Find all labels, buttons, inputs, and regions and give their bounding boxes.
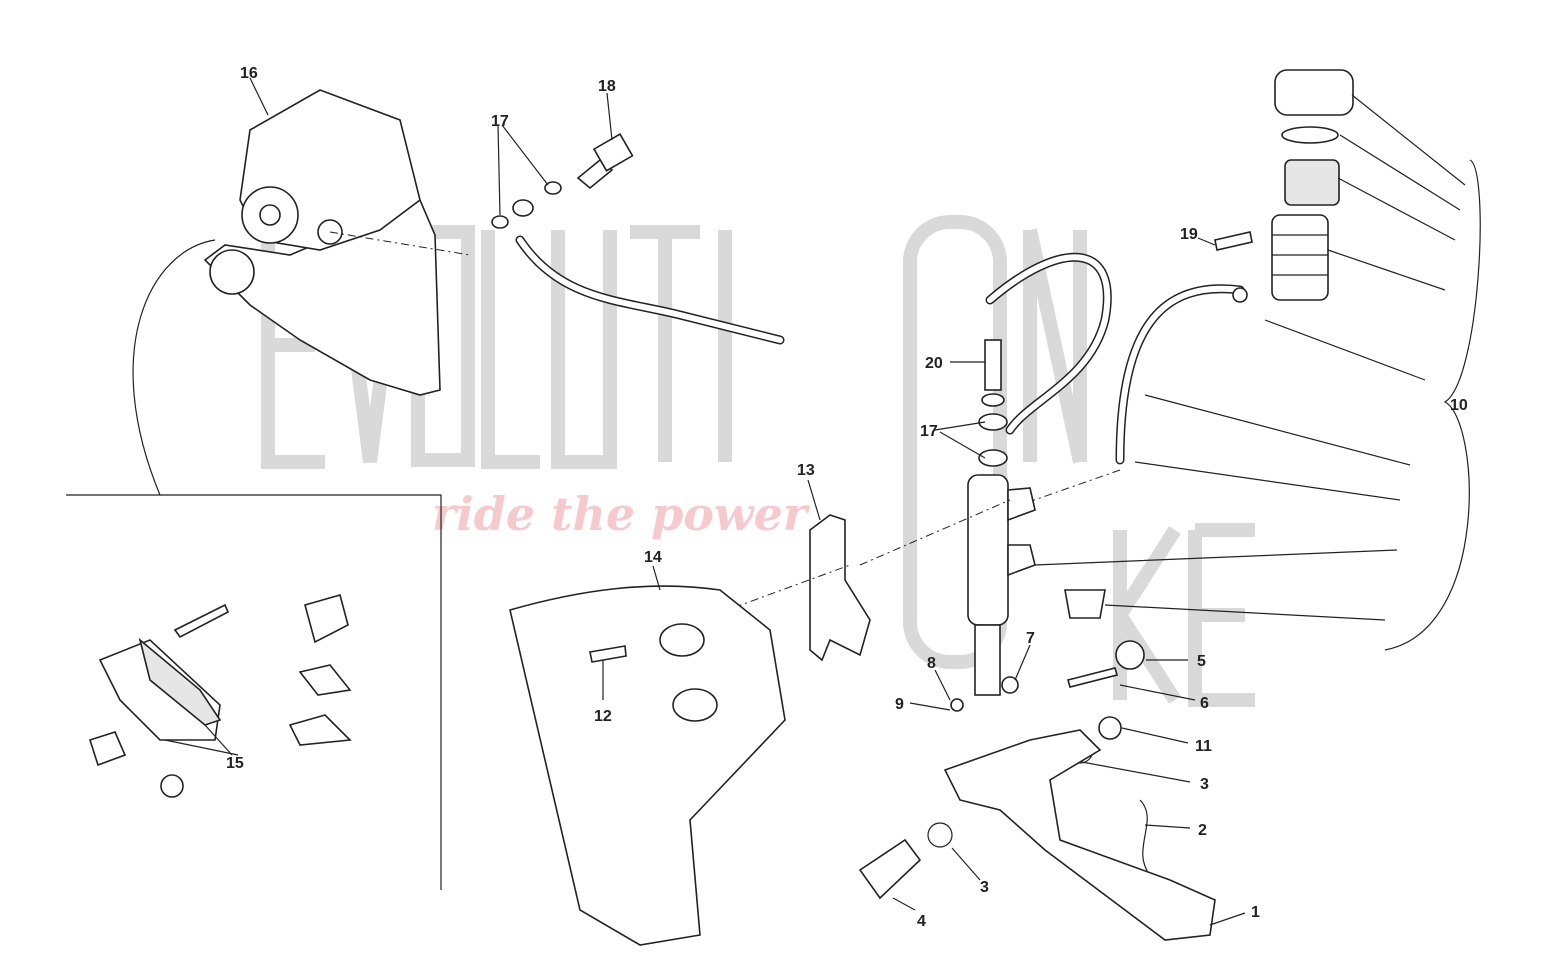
watermark-logo — [261, 215, 1255, 707]
callout-8: 8 — [927, 655, 936, 672]
callout-17-top: 17 — [491, 113, 509, 130]
callout-7: 7 — [1026, 630, 1035, 647]
callout-2: 2 — [1198, 822, 1207, 839]
callout-14: 14 — [644, 549, 662, 566]
callout-3-right: 3 — [1200, 776, 1209, 793]
brake-pedal — [943, 729, 1216, 941]
callout-17-mid: 17 — [920, 423, 938, 440]
callout-20: 20 — [925, 355, 943, 372]
callout-18: 18 — [598, 78, 616, 95]
callout-11: 11 — [1195, 738, 1212, 755]
callout-15: 15 — [226, 755, 244, 772]
callout-6: 6 — [1200, 695, 1209, 712]
heel-guard — [509, 585, 786, 946]
callout-3-bottom: 3 — [980, 879, 989, 896]
callout-labels: 16 18 17 20 17 19 10 13 14 12 8 9 7 5 6 … — [226, 65, 1468, 930]
watermark-tagline: ride the power — [432, 487, 811, 541]
brake-fluid-reservoir — [1214, 69, 1354, 303]
callout-4: 4 — [917, 913, 926, 930]
leader-lines — [164, 77, 1466, 926]
callout-10: 10 — [1450, 397, 1468, 414]
brake-caliper — [132, 89, 471, 496]
callout-1: 1 — [1251, 904, 1260, 921]
bracket — [809, 514, 871, 662]
inset-frame — [66, 494, 442, 890]
brake-hose-upper — [491, 133, 785, 345]
callout-5: 5 — [1197, 653, 1206, 670]
callout-19: 19 — [1180, 226, 1198, 243]
callout-13: 13 — [797, 462, 815, 479]
callout-12: 12 — [594, 708, 612, 725]
callout-16: 16 — [240, 65, 258, 82]
small-parts — [858, 589, 1151, 900]
group-brace — [1384, 159, 1481, 651]
brake-pad-set — [88, 594, 352, 798]
callout-9: 9 — [895, 696, 904, 713]
brake-hose-lower — [985, 252, 1245, 506]
master-cylinder — [950, 339, 1036, 712]
